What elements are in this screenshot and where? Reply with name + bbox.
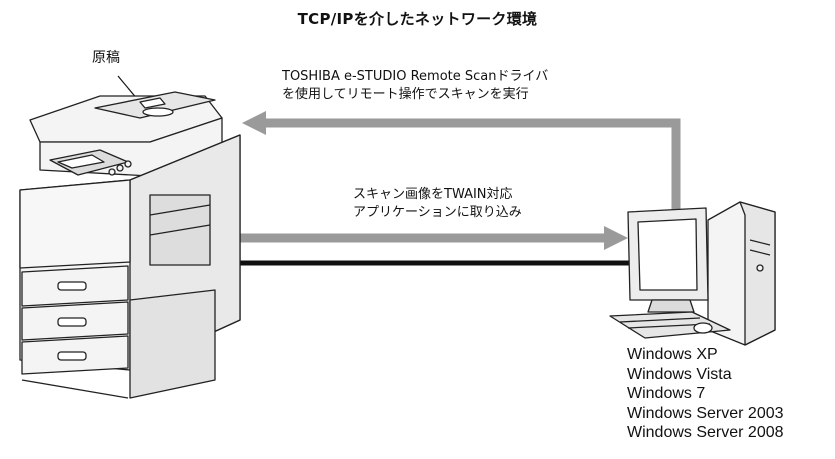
twain-label-line2: アプリケーションに取り込み: [353, 205, 522, 220]
os-item: Windows Server 2003: [627, 404, 784, 422]
remote-scan-label-line2: を使用してリモート操作でスキャンを実行: [282, 87, 529, 102]
os-item: Windows 7: [627, 385, 706, 403]
os-item: Windows Vista: [627, 365, 732, 383]
remote-scan-arrow: [262, 118, 681, 214]
os-item: Windows XP: [627, 346, 718, 363]
twain-import-label: スキャン画像をTWAIN対応 アプリケーションに取り込み: [353, 186, 522, 222]
twain-label-line1: スキャン画像をTWAIN対応: [353, 187, 513, 202]
twain-arrowhead: [604, 226, 628, 250]
remote-scan-arrowhead: [242, 111, 266, 135]
multifunction-printer-icon: [19, 91, 241, 399]
remote-scan-label: TOSHIBA e-STUDIO Remote Scanドライバ を使用してリモ…: [282, 68, 548, 104]
supported-os-list: Windows XP Windows Vista Windows 7 Windo…: [627, 345, 784, 443]
desktop-computer-icon: [609, 201, 776, 346]
diagram-title: TCP/IPを介したネットワーク環境: [297, 10, 538, 28]
original-document-label: 原稿: [92, 50, 120, 66]
os-item: Windows Server 2008: [627, 424, 784, 442]
remote-scan-label-line1: TOSHIBA e-STUDIO Remote Scanドライバ: [282, 69, 549, 84]
